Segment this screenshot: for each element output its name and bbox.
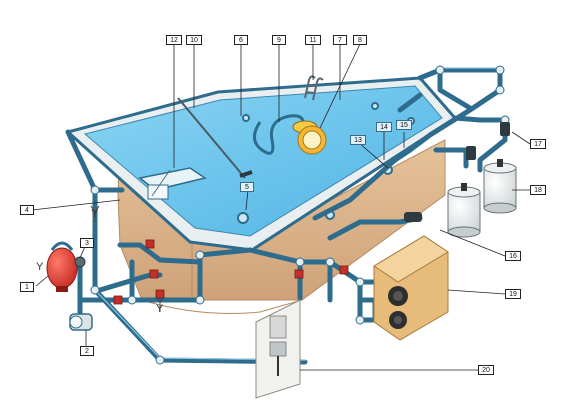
callout-7: 7 bbox=[333, 35, 347, 45]
wall-inlet-5 bbox=[371, 102, 379, 110]
dosing-pumps bbox=[466, 122, 510, 160]
callout-17: 17 bbox=[530, 139, 546, 149]
cleaner-hose bbox=[253, 114, 305, 155]
callout-2: 2 bbox=[80, 346, 94, 356]
callout-9: 9 bbox=[272, 35, 286, 45]
control-panel bbox=[255, 299, 301, 399]
tank-left bbox=[447, 183, 481, 238]
wall-inlet-1 bbox=[237, 212, 249, 224]
callout-19: 19 bbox=[505, 289, 521, 299]
callout-12: 12 bbox=[166, 35, 182, 45]
callout-11: 11 bbox=[305, 35, 321, 45]
callout-13: 13 bbox=[350, 135, 366, 145]
drain-mark-left: Y bbox=[91, 208, 99, 220]
in-line-chlorinator bbox=[404, 212, 422, 222]
tank-right bbox=[483, 159, 517, 214]
pole-brush bbox=[239, 170, 253, 178]
wall-inlet-4 bbox=[242, 114, 250, 122]
pool-pole bbox=[177, 97, 246, 179]
circulation-pump bbox=[69, 313, 93, 331]
pool-ladder bbox=[304, 75, 324, 101]
valves bbox=[113, 239, 349, 305]
callout-16: 16 bbox=[505, 251, 521, 261]
multiport-valve bbox=[74, 256, 86, 268]
wall-floor-edge bbox=[141, 299, 303, 314]
callout-10: 10 bbox=[186, 35, 202, 45]
callout-4: 4 bbox=[20, 205, 34, 215]
drain-mark-filter: Y bbox=[36, 261, 44, 273]
leader-lines bbox=[31, 43, 531, 371]
callout-1: 1 bbox=[20, 282, 34, 292]
callout-3: 3 bbox=[80, 238, 94, 248]
heat-pump bbox=[373, 235, 449, 341]
pipe-joints bbox=[90, 65, 510, 365]
callout-15: 15 bbox=[396, 120, 412, 130]
callout-5: 5 bbox=[240, 182, 254, 192]
callout-8: 8 bbox=[353, 35, 367, 45]
callout-14: 14 bbox=[376, 122, 392, 132]
sand-filter bbox=[46, 241, 78, 292]
callout-20: 20 bbox=[478, 365, 494, 375]
chemical-tanks bbox=[447, 122, 517, 238]
pool-cleaner bbox=[177, 97, 327, 179]
drain-mark-low: Y bbox=[156, 303, 164, 315]
callout-18: 18 bbox=[530, 185, 546, 195]
drain-markers bbox=[90, 205, 165, 312]
skimmer bbox=[138, 167, 207, 200]
callout-6: 6 bbox=[234, 35, 248, 45]
